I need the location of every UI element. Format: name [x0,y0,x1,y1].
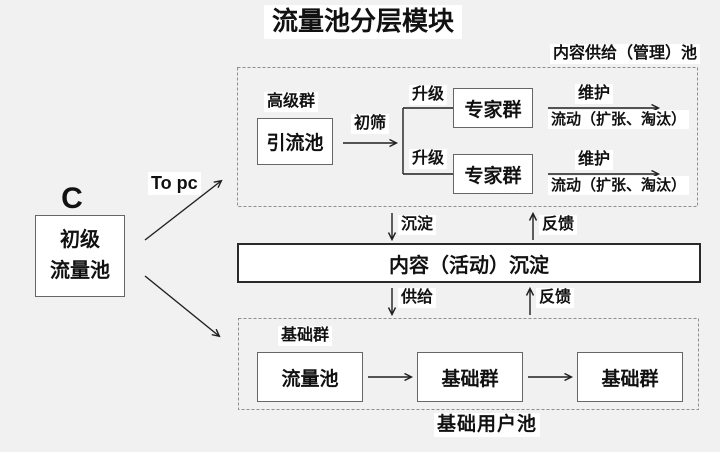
content-activity-deposit-box: 内容（活动）沉淀 [237,243,701,283]
feedback-top-label: 反馈 [539,215,578,236]
c-end-label: C [61,182,83,215]
base-group-box-2: 基础群 [417,352,523,402]
deposit-label: 沉淀 [398,215,437,236]
fork-connector [402,107,454,175]
upgrade-label-2: 升级 [409,149,448,170]
expert-group-box-1: 专家群 [453,88,533,128]
traffic-pool-box: 流量池 [257,352,363,402]
flow-label-1: 流动（扩张、淘汰） [548,110,690,130]
base-group-box-3: 基础群 [577,352,683,402]
base-group-label: 基础群 [278,326,333,347]
upgrade-label-1: 升级 [409,85,448,106]
primary-traffic-pool-box: 初级 流量池 [35,215,125,297]
page-title: 流量池分层模块 [263,5,463,39]
arrow-to-base-pool [144,275,221,338]
feedback-bottom-label: 反馈 [536,288,575,309]
maintain-label-1: 维护 [575,84,614,105]
initial-screen-label: 初筛 [351,114,390,135]
lead-pool-box: 引流池 [257,118,333,165]
content-supply-pool-label: 内容供给（管理）池 [549,44,700,65]
expert-group-box-2: 专家群 [453,154,533,194]
content-supply-pool-container [237,67,698,207]
base-user-pool-label: 基础用户池 [433,413,541,437]
arrow-to-pc [144,179,223,241]
maintain-label-2: 维护 [575,150,614,171]
supply-label: 供给 [398,288,437,309]
base-user-pool-container [238,318,699,410]
advanced-group-label: 高级群 [264,92,319,113]
primary-pool-line2: 流量池 [50,260,110,282]
flow-label-2: 流动（扩张、淘汰） [548,176,690,196]
primary-pool-line1: 初级 [60,229,100,251]
to-pc-label: To pc [148,172,201,195]
